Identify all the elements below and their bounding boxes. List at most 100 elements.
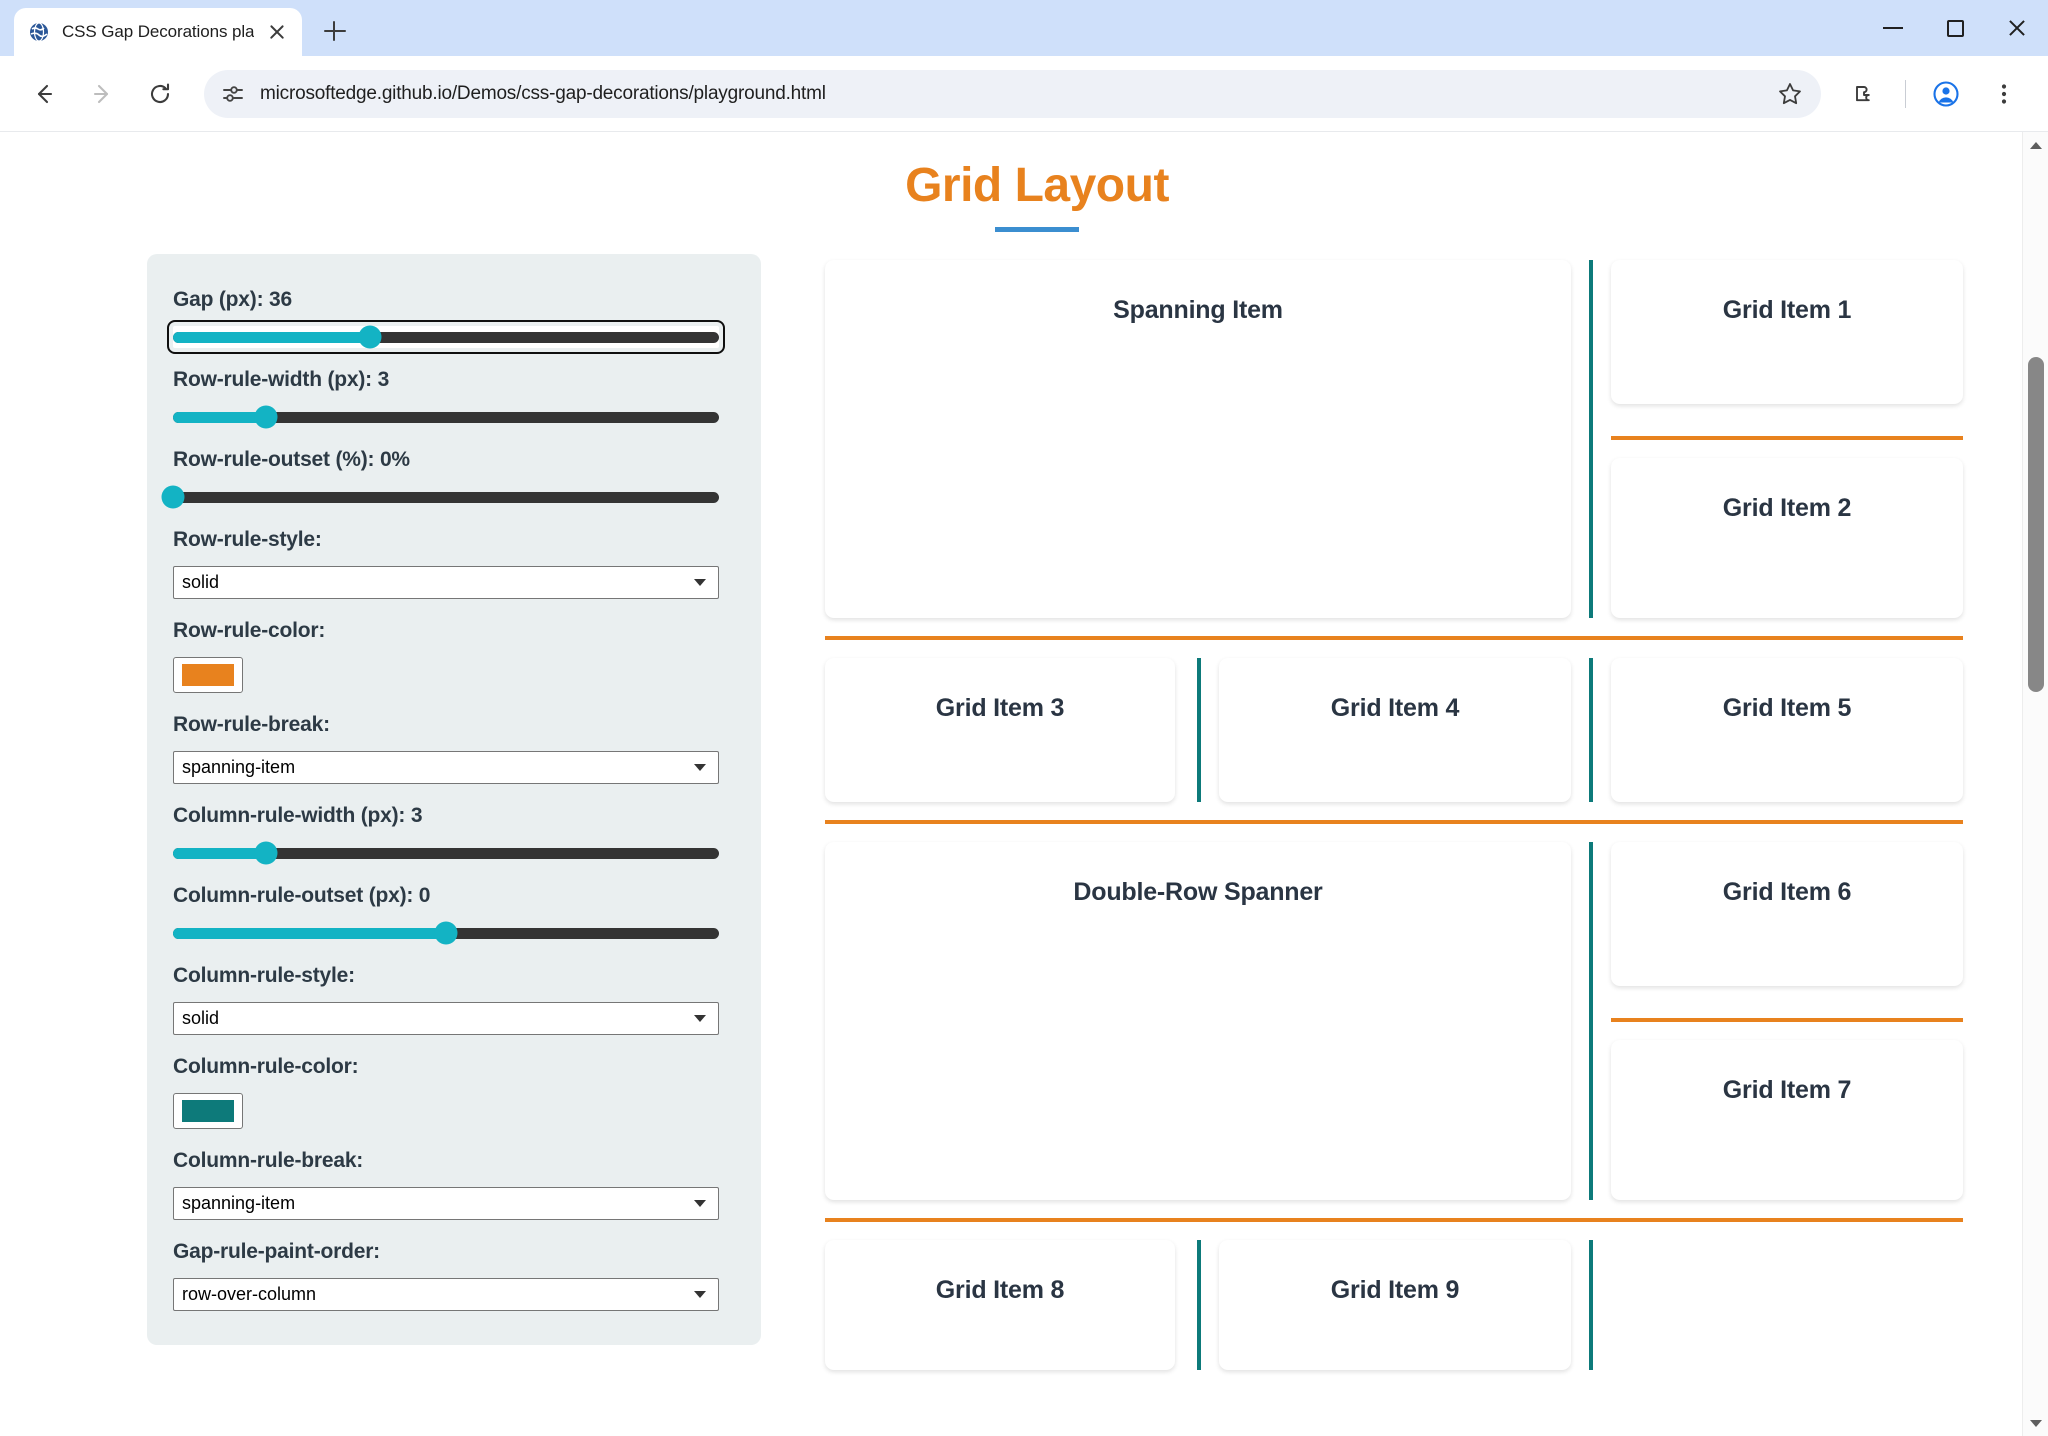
- globe-icon: [28, 21, 50, 43]
- bookmark-star-icon[interactable]: [1775, 79, 1805, 109]
- control-label-gap-rule-paint-order: Gap-rule-paint-order:: [173, 1240, 380, 1263]
- title-underline: [995, 227, 1079, 232]
- grid-card: Grid Item 8: [825, 1240, 1175, 1370]
- tab-strip: CSS Gap Decorations playground: [0, 0, 2048, 56]
- control-label-row-rule-width: Row-rule-width (px): 3: [173, 368, 390, 391]
- column-rule: [1589, 658, 1593, 802]
- grid-card: Grid Item 2: [1611, 458, 1963, 618]
- grid-card-label: Grid Item 2: [1722, 494, 1852, 522]
- slider-fill-column-rule-outset: [173, 927, 446, 939]
- back-arrow-icon[interactable]: [18, 68, 70, 120]
- grid-card-label: Spanning Item: [1113, 296, 1283, 324]
- control-row-rule-style: Row-rule-style: solid: [173, 528, 719, 599]
- grid-demo-area: Spanning Item Grid Item 1 Grid Item 2 Grid …: [825, 254, 1963, 1370]
- reload-icon[interactable]: [134, 68, 186, 120]
- grid-card-label: Grid Item 3: [935, 694, 1065, 722]
- select-value-row-rule-style: solid: [182, 572, 220, 592]
- select-value-row-rule-break: spanning-item: [182, 757, 296, 777]
- chevron-down-icon: [694, 1291, 706, 1298]
- minimize-icon[interactable]: [1862, 0, 1924, 56]
- grid-card: Grid Item 9: [1219, 1240, 1571, 1370]
- control-label-column-rule-style: Column-rule-style:: [173, 964, 355, 987]
- control-label-row-rule-color: Row-rule-color:: [173, 619, 326, 642]
- slider-track-gap[interactable]: [173, 325, 719, 349]
- address-bar[interactable]: microsoftedge.github.io/Demos/css-gap-de…: [204, 69, 1821, 118]
- slider-gap[interactable]: [167, 320, 725, 354]
- slider-fill-gap: [173, 331, 370, 343]
- slider-thumb-column-rule-outset[interactable]: [434, 921, 458, 945]
- slider-thumb-gap[interactable]: [358, 325, 382, 349]
- close-icon[interactable]: [266, 21, 288, 43]
- window-controls: [1862, 0, 2048, 56]
- row-rule: [825, 636, 1963, 640]
- control-label-column-rule-color: Column-rule-color:: [173, 1055, 359, 1078]
- control-row-rule-outset: Row-rule-outset (%): 0%: [161, 448, 719, 509]
- window-close-icon[interactable]: [1986, 0, 2048, 56]
- control-column-rule-color: Column-rule-color:: [173, 1055, 719, 1129]
- grid-card: Grid Item 3: [825, 658, 1175, 802]
- select-value-column-rule-break: spanning-item: [182, 1193, 296, 1213]
- site-settings-icon[interactable]: [220, 81, 246, 107]
- grid-card-label: Grid Item 1: [1722, 296, 1852, 324]
- control-column-rule-style: Column-rule-style: solid: [173, 964, 719, 1035]
- slider-thumb-column-rule-width[interactable]: [254, 841, 278, 865]
- scrollbar-thumb[interactable]: [2028, 357, 2044, 692]
- vertical-scrollbar[interactable]: [2022, 132, 2048, 1436]
- grid-card: Grid Item 6: [1611, 842, 1963, 986]
- three-dot-menu-icon[interactable]: [1978, 68, 2030, 120]
- control-label-row-rule-style: Row-rule-style:: [173, 528, 322, 551]
- select-column-rule-style[interactable]: solid: [173, 1002, 719, 1035]
- select-column-rule-break[interactable]: spanning-item: [173, 1187, 719, 1220]
- select-row-rule-style[interactable]: solid: [173, 566, 719, 599]
- slider-row-rule-width[interactable]: [173, 405, 719, 429]
- browser-tab[interactable]: CSS Gap Decorations playground: [14, 8, 302, 56]
- slider-track-column-rule-outset[interactable]: [173, 921, 719, 945]
- extensions-puzzle-icon[interactable]: [1839, 68, 1891, 120]
- slider-column-rule-outset[interactable]: [173, 921, 719, 945]
- grid-card-label: Grid Item 8: [935, 1276, 1065, 1304]
- grid-card-label: Double-Row Spanner: [1073, 878, 1323, 906]
- row-rule: [825, 1218, 1963, 1222]
- row-rule: [825, 820, 1963, 824]
- row-rule: [1611, 1018, 1963, 1022]
- control-row-rule-break: Row-rule-break: spanning-item: [173, 713, 719, 784]
- slider-row-rule-outset[interactable]: [161, 485, 719, 509]
- grid-card-label: Grid Item 6: [1722, 878, 1852, 906]
- color-swatch-column-rule-color[interactable]: [173, 1093, 243, 1129]
- slider-thumb-row-rule-outset[interactable]: [161, 485, 185, 509]
- grid-card: Grid Item 4: [1219, 658, 1571, 802]
- scroll-down-arrow-icon[interactable]: [2023, 1410, 2048, 1436]
- select-row-rule-break[interactable]: spanning-item: [173, 751, 719, 784]
- new-tab-button[interactable]: [312, 8, 358, 54]
- forward-arrow-icon[interactable]: [76, 68, 128, 120]
- slider-track-row-rule-outset[interactable]: [161, 485, 719, 509]
- maximize-icon[interactable]: [1924, 0, 1986, 56]
- chevron-down-icon: [694, 764, 706, 771]
- slider-fill-row-rule-width: [173, 411, 266, 423]
- column-rule: [1589, 260, 1593, 618]
- chevron-down-icon: [694, 579, 706, 586]
- control-label-row-rule-break: Row-rule-break:: [173, 713, 330, 736]
- control-label-column-rule-width: Column-rule-width (px): 3: [173, 804, 423, 827]
- tab-title: CSS Gap Decorations playground: [62, 22, 254, 41]
- control-label-column-rule-outset: Column-rule-outset (px): 0: [173, 884, 431, 907]
- slider-track-row-rule-width[interactable]: [173, 405, 719, 429]
- control-column-rule-outset: Column-rule-outset (px): 0: [173, 884, 719, 945]
- scroll-up-arrow-icon[interactable]: [2023, 132, 2048, 158]
- url-text: microsoftedge.github.io/Demos/css-gap-de…: [260, 82, 826, 104]
- select-gap-rule-paint-order[interactable]: row-over-column: [173, 1278, 719, 1311]
- profile-avatar-icon[interactable]: [1920, 68, 1972, 120]
- color-swatch-row-rule-color[interactable]: [173, 657, 243, 693]
- grid-card: Spanning Item: [825, 260, 1571, 618]
- column-rule: [1589, 1240, 1593, 1370]
- chevron-down-icon: [694, 1200, 706, 1207]
- slider-track-column-rule-width[interactable]: [173, 841, 719, 865]
- page-left-gutter: [0, 132, 52, 1436]
- control-label-row-rule-outset: Row-rule-outset (%): 0%: [173, 448, 410, 471]
- slider-thumb-row-rule-width[interactable]: [254, 405, 278, 429]
- grid-card: Grid Item 5: [1611, 658, 1963, 802]
- slider-column-rule-width[interactable]: [173, 841, 719, 865]
